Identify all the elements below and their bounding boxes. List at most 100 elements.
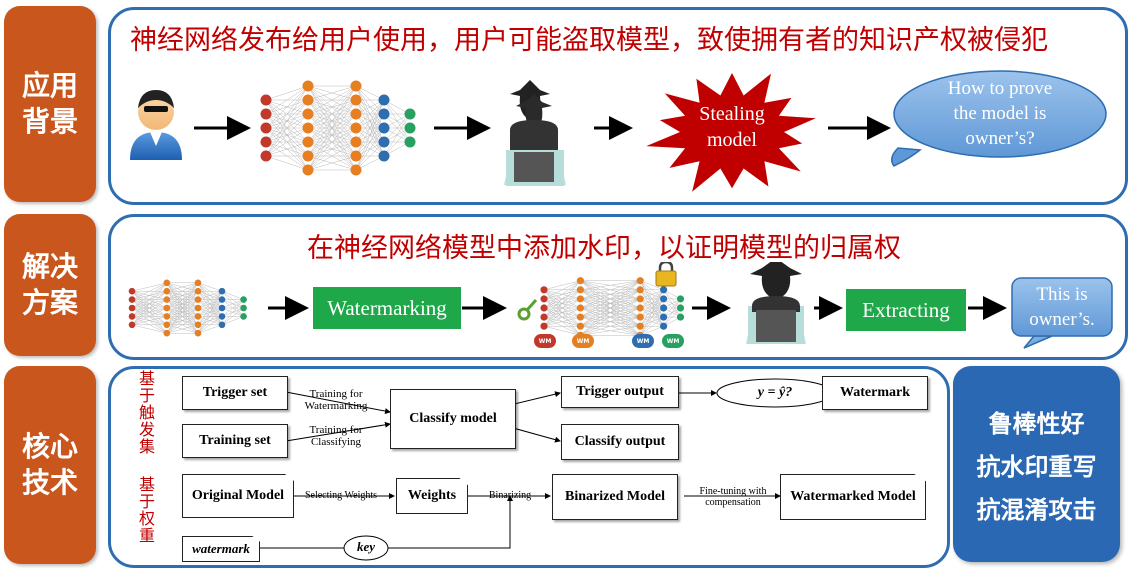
network-node [350, 94, 362, 106]
network-edge [131, 282, 167, 317]
network-edge [166, 316, 199, 334]
trigger-based-label: 基于触发集 [138, 369, 155, 456]
network-node [350, 136, 362, 148]
network-node [302, 108, 314, 120]
network-edge [307, 99, 357, 171]
network-node [218, 313, 226, 320]
network-node [163, 296, 171, 303]
wm-tag: WM [632, 334, 654, 348]
network-edge [580, 298, 641, 336]
network-node [576, 295, 584, 303]
wm-tag: WM [534, 334, 556, 348]
network-node [378, 108, 390, 120]
network-node [676, 304, 685, 312]
network-node [302, 136, 314, 148]
network-node [163, 287, 171, 295]
network-node [194, 279, 202, 287]
network-edge [221, 290, 244, 300]
stealing-text-line1: Stealing [699, 103, 765, 125]
network-node [378, 122, 390, 134]
classify-output-box: Classify output [561, 424, 679, 460]
network-node [636, 286, 644, 294]
solution-title: 在神经网络模型中添加水印，以证明模型的归属权 [307, 233, 901, 264]
original-model-box: Original Model [182, 474, 294, 518]
network-edge [166, 282, 199, 317]
label-solution: 解决方案 [4, 214, 96, 356]
network-node [404, 108, 416, 120]
network-edge [166, 282, 199, 300]
classify-model-box: Classify model [390, 389, 516, 449]
network-edge [580, 280, 641, 291]
stealing-text-line2: model [707, 129, 757, 151]
finetuning-line2: compensation [705, 497, 761, 508]
finetuning-line1: Fine-tuning with [699, 486, 767, 497]
background-flow: Stealing model How to prove the model is… [130, 70, 1107, 192]
network-edge [639, 298, 664, 336]
label-tech: 核心技术 [4, 366, 96, 564]
network-node [378, 136, 390, 148]
network-edge [197, 291, 223, 325]
network-node [350, 80, 362, 92]
network-edge [265, 85, 309, 101]
answer-line2: owner’s. [1029, 309, 1095, 330]
binarizing-label: Binarizing [488, 490, 532, 501]
weights-box: Weights [396, 478, 468, 514]
network-node [194, 296, 202, 303]
lock-icon [655, 262, 677, 287]
network-edge [265, 85, 309, 143]
network-edge [131, 291, 167, 325]
network-edge [307, 85, 357, 157]
network-node [576, 313, 584, 321]
network-node [636, 295, 644, 303]
network-node [660, 322, 668, 330]
feature-item: 抗水印重写 [976, 452, 1097, 481]
network-edge [543, 316, 581, 327]
neural-network-icon [128, 279, 247, 337]
key-label: key [356, 539, 376, 554]
network-node [540, 304, 548, 312]
network-node [128, 296, 136, 303]
network-edge [166, 324, 199, 334]
training-classifying-line2: Classifying [310, 436, 362, 448]
network-node [240, 304, 247, 312]
network-edge [131, 316, 167, 326]
network-edge [663, 298, 681, 318]
network-node [576, 304, 584, 312]
network-node [163, 279, 171, 287]
network-node [240, 313, 247, 320]
network-edge [640, 289, 664, 300]
wm-tag: WM [572, 334, 594, 348]
network-edge [663, 298, 681, 327]
watermarked-model-box: Watermarked Model [780, 474, 926, 520]
network-edge [307, 141, 357, 171]
network-edge [383, 113, 411, 143]
network-edge [197, 291, 223, 334]
network-node [163, 304, 171, 312]
network-edge [383, 127, 411, 157]
network-edge [166, 299, 199, 334]
network-node [302, 122, 314, 134]
network-node [302, 94, 314, 106]
network-edge [580, 280, 641, 309]
answer-bubble [1011, 277, 1113, 349]
network-node [350, 150, 362, 162]
stealing-star-shape [646, 73, 816, 192]
condition-label: y = ŷ? [757, 385, 793, 400]
network-node [218, 296, 226, 303]
network-edge [197, 290, 223, 300]
network-edge [307, 85, 357, 115]
feature-item: 抗混淆攻击 [976, 495, 1097, 524]
hacker-icon [746, 262, 806, 344]
network-edge [307, 85, 357, 171]
network-edge [663, 307, 681, 327]
network-node [194, 313, 202, 320]
network-node [576, 277, 584, 285]
label-solution-line2: 方案 [21, 286, 78, 319]
network-edge [580, 280, 641, 318]
network-edge [640, 289, 664, 309]
network-edge [166, 282, 199, 292]
network-edge [307, 85, 357, 129]
network-node [163, 321, 171, 329]
trigger-set-box: Trigger set [182, 376, 288, 410]
